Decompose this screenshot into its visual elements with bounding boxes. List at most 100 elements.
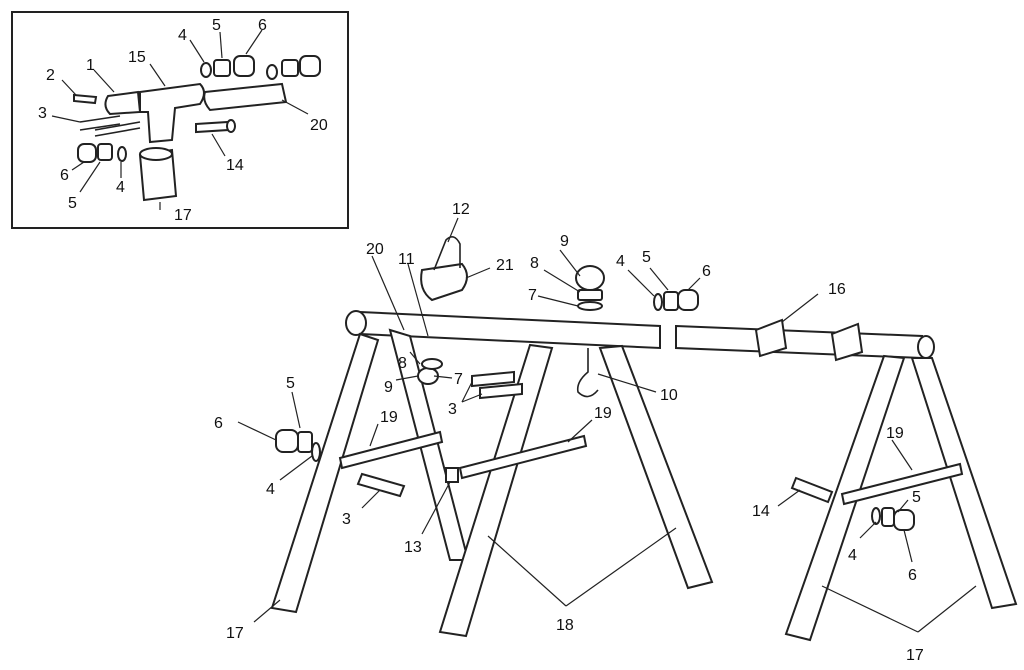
bolt-14-right <box>790 476 834 504</box>
left-a-frame <box>270 236 714 638</box>
nut-8-lower <box>421 358 443 370</box>
inset-label-6b: 6 <box>60 167 69 184</box>
nut-5b <box>97 143 113 161</box>
cap-nut-9-top <box>575 265 605 291</box>
inset-label-3: 3 <box>38 105 47 122</box>
inset-leaders <box>51 29 309 210</box>
top-beam-right-end-cap <box>917 335 935 359</box>
label-17-right: 17 <box>906 647 924 664</box>
label-19-middle: 19 <box>594 405 612 422</box>
inset-label-17: 17 <box>174 207 192 224</box>
inset-label-6a: 6 <box>258 17 267 34</box>
label-11: 11 <box>398 251 415 268</box>
cross-brace-middle <box>458 434 588 480</box>
label-21: 21 <box>496 257 514 274</box>
label-18: 18 <box>556 617 574 634</box>
inset-label-4b: 4 <box>116 179 125 196</box>
main-leaders <box>237 217 977 633</box>
label-4-top: 4 <box>616 253 625 270</box>
inset-label-5b: 5 <box>68 195 77 212</box>
inset-label-4a: 4 <box>178 27 187 44</box>
top-tube-section <box>203 82 288 112</box>
label-6-left: 6 <box>214 415 223 432</box>
label-5-right: 5 <box>912 489 921 506</box>
label-9-top: 9 <box>560 233 569 250</box>
inset-label-20: 20 <box>310 117 328 134</box>
nut-5-right <box>881 507 895 527</box>
label-19-right: 19 <box>886 425 904 442</box>
washer-4b <box>117 146 127 162</box>
inset-label-5a: 5 <box>212 17 221 34</box>
top-beam-end-cap <box>345 310 367 336</box>
bolt-3a <box>79 115 121 131</box>
washer-7-top <box>577 301 603 311</box>
label-5-top: 5 <box>642 249 651 266</box>
beam-clamp-right <box>830 322 864 362</box>
label-13: 13 <box>404 539 422 556</box>
label-8-lower: 8 <box>398 355 407 372</box>
pin <box>73 93 98 105</box>
leg-front-left <box>270 332 380 614</box>
main-labels: 12 21 20 11 9 8 7 4 5 6 16 10 8 7 9 3 5 … <box>214 201 924 664</box>
inset-frame <box>11 11 349 229</box>
swing-hook <box>576 348 599 398</box>
label-5-left: 5 <box>286 375 295 392</box>
u-bolt <box>433 236 461 271</box>
bolt-3-brace <box>356 472 406 498</box>
label-3-brace: 3 <box>342 511 351 528</box>
nut-5-left <box>297 431 313 453</box>
label-16: 16 <box>828 281 846 298</box>
nut-5a <box>213 59 231 77</box>
leg-front-right <box>438 343 554 638</box>
label-7-lower: 7 <box>454 371 463 388</box>
hanger-bracket <box>420 262 468 302</box>
nut-right <box>281 59 299 77</box>
bolt-14 <box>195 120 229 134</box>
washer-4a <box>200 62 212 78</box>
label-17-left: 17 <box>226 625 244 642</box>
cap-nut-right <box>299 55 321 77</box>
cap-nut-6-right <box>893 509 915 531</box>
label-7-top: 7 <box>528 287 537 304</box>
inset-detail: 1 2 3 15 4 5 6 20 14 17 6 5 4 <box>11 11 349 229</box>
label-19-left: 19 <box>380 409 398 426</box>
label-20: 20 <box>366 241 384 258</box>
inset-label-1: 1 <box>86 57 95 74</box>
label-4-left: 4 <box>266 481 275 498</box>
end-cap <box>104 90 142 116</box>
inset-label-14: 14 <box>226 157 244 174</box>
top-beam-right <box>675 324 923 360</box>
label-6-top: 6 <box>702 263 711 280</box>
label-9-lower: 9 <box>384 379 393 396</box>
cap-nut-6-top <box>677 289 699 311</box>
nut-8-top <box>577 289 603 301</box>
tee-fitting <box>139 82 205 144</box>
washer-4-top <box>653 293 663 311</box>
label-14: 14 <box>752 503 770 520</box>
inset-label-15: 15 <box>128 49 146 66</box>
label-3-upper: 3 <box>448 401 457 418</box>
leg-tube-end <box>139 147 173 161</box>
label-4-right: 4 <box>848 547 857 564</box>
inset-label-2: 2 <box>46 67 55 84</box>
bolt-3-upper <box>471 370 515 388</box>
bolt-14-head <box>226 119 236 133</box>
cross-brace-left <box>338 430 444 470</box>
right-a-frame <box>675 318 1018 642</box>
leg-right-back <box>910 357 1018 610</box>
nut-5-top <box>663 291 679 311</box>
bolt-3b <box>94 121 141 137</box>
label-10: 10 <box>660 387 678 404</box>
beam-clamp-left <box>754 318 788 358</box>
label-6-right: 6 <box>908 567 917 584</box>
washer-right <box>266 64 278 80</box>
label-12: 12 <box>452 201 470 218</box>
bracket-13 <box>445 467 459 483</box>
cap-nut-6b <box>77 143 97 163</box>
leg-back-right <box>598 344 714 590</box>
cap-nut-6-left <box>275 429 299 453</box>
washer-4-right <box>871 507 881 525</box>
label-8-top: 8 <box>530 255 539 272</box>
washer-4-left <box>311 442 321 462</box>
